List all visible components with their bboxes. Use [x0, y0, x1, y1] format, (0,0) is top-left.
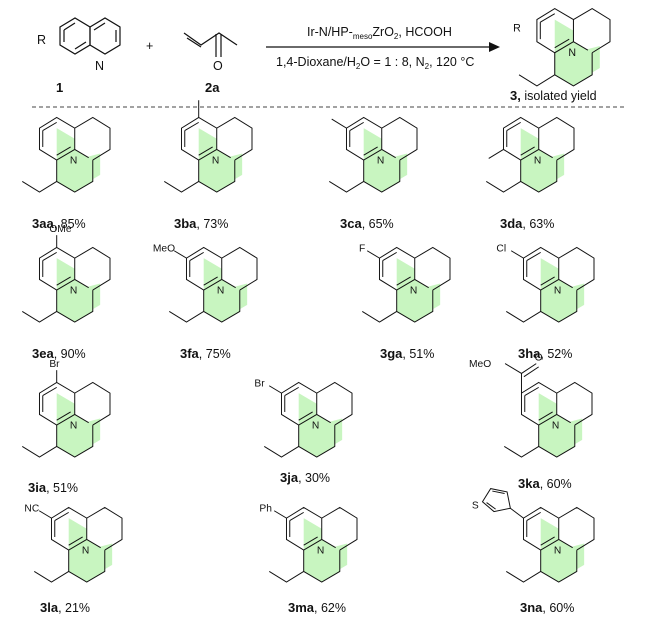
product-3na-n-label: N: [554, 545, 561, 556]
reactant-1-n-label: N: [95, 59, 104, 73]
product-3ja-label: 3ja, 30%: [280, 470, 330, 485]
reaction-arrow: [266, 42, 500, 52]
product-caption: 3, isolated yield: [510, 88, 597, 103]
product-3ka-carbonyl-o: O: [535, 352, 543, 363]
product-3ba-label: 3ba, 73%: [174, 216, 228, 231]
product-3ha-substituent: Cl: [496, 244, 506, 255]
product-3la-substituent: NC: [24, 504, 39, 515]
reactant-1-number: 1: [56, 80, 63, 95]
reactant-2a-o-label: O: [213, 59, 223, 73]
reactant-1-quinoline: R N 1: [37, 17, 121, 95]
product-3la-structure: N NC: [24, 504, 123, 583]
product-3la-label: 3la, 21%: [40, 600, 90, 615]
product-3ha-structure: N Cl: [496, 244, 595, 323]
product-3ia-structure: N Br: [21, 359, 111, 458]
product-3fa-label: 3fa, 75%: [180, 346, 231, 361]
product-r-label: R: [513, 23, 521, 35]
product-3ja-substituent: Br: [254, 379, 265, 390]
product-3ma-label: 3ma, 62%: [288, 600, 346, 615]
product-3na-label: 3na, 60%: [520, 600, 574, 615]
product-3ka-n-label: N: [552, 420, 559, 431]
reactant-1-r-label: R: [37, 33, 46, 47]
product-3da-n-label: N: [534, 155, 541, 166]
reactant-2a-number: 2a: [205, 80, 220, 95]
conditions-solvent: 1,4-Dioxane/H2O = 1 : 8, N2, 120 °C: [276, 55, 474, 71]
product-3fa-n-label: N: [217, 285, 224, 296]
product-3aa-n-label: N: [70, 155, 77, 166]
product-3fa-substituent: MeO: [153, 244, 175, 255]
plus-sign: +: [146, 39, 153, 53]
product-3ba-n-label: N: [212, 155, 219, 166]
product-3ba-structure: N: [163, 100, 253, 193]
product-3ea-substituent: OMe: [49, 224, 72, 235]
product-3aa-label: 3aa, 85%: [32, 216, 86, 231]
product-3ga-structure: NF: [359, 244, 451, 323]
product-3ka-label: 3ka, 60%: [518, 476, 572, 491]
product-3na-structure: NS: [472, 488, 595, 583]
product-3ia-substituent: Br: [49, 359, 60, 370]
product-3ea-n-label: N: [70, 285, 77, 296]
product-3la-n-label: N: [82, 545, 89, 556]
conditions-catalyst: Ir-N/HP-mesoZrO2, HCOOH: [307, 25, 452, 41]
product-3na-substituent: S: [472, 500, 479, 511]
product-3-general: R N: [513, 8, 611, 87]
product-3ma-n-label: N: [317, 545, 324, 556]
product-3da-label: 3da, 63%: [500, 216, 554, 231]
product-3ha-label: 3ha, 52%: [518, 346, 572, 361]
reactant-2a-enone: O 2a: [183, 32, 238, 95]
product-3ia-label: 3ia, 51%: [28, 480, 78, 495]
product-3ea-structure: N OMe: [21, 224, 111, 323]
product-3ka-structure: N O MeO: [469, 352, 593, 458]
product-3ca-n-label: N: [377, 155, 384, 166]
product-3ga-label: 3ga, 51%: [380, 346, 434, 361]
product-3da-structure: N: [485, 116, 575, 193]
product-3ma-substituent: Ph: [259, 504, 272, 515]
product-3ja-structure: N Br: [254, 379, 353, 458]
product-3ga-substituent: F: [359, 244, 365, 255]
product-3ha-n-label: N: [554, 285, 561, 296]
product-3ma-structure: N Ph: [259, 504, 358, 583]
product-3fa-structure: N MeO: [153, 244, 258, 323]
product-3ka-substituent: MeO: [469, 359, 491, 370]
product-3ja-n-label: N: [312, 420, 319, 431]
product-3ea-label: 3ea, 90%: [32, 346, 86, 361]
product-3ca-label: 3ca, 65%: [340, 216, 394, 231]
product-n-label: N: [568, 47, 576, 59]
product-3ca-structure: N: [328, 116, 418, 193]
product-3ia-n-label: N: [70, 420, 77, 431]
product-3aa-structure: N: [21, 116, 111, 193]
product-3ga-n-label: N: [410, 285, 417, 296]
